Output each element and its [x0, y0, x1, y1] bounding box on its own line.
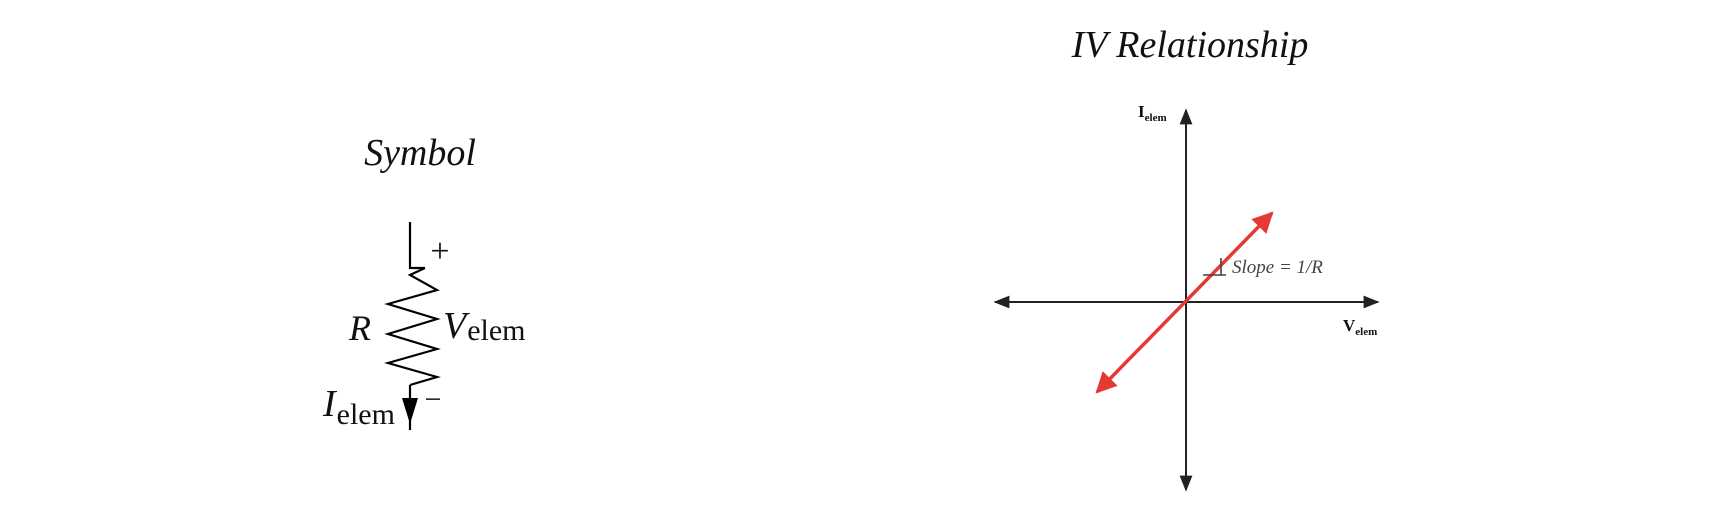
y-axis-label-sub: elem — [1145, 112, 1167, 124]
x-axis-label: Velem — [1343, 316, 1377, 338]
resistor-label: R — [348, 308, 371, 348]
current-label: Ielem — [322, 383, 395, 431]
current-label-main: I — [322, 383, 338, 425]
current-arrow-icon — [402, 398, 418, 424]
iv-line — [1095, 211, 1274, 394]
minus-sign: − — [425, 383, 442, 416]
x-axis-label-sub: elem — [1355, 326, 1377, 338]
slope-label: Slope = 1/R — [1232, 257, 1323, 278]
symbol-panel: Symbol + − R Velem Ielem — [322, 132, 526, 431]
resistor-zigzag — [383, 267, 441, 387]
voltage-label: Velem — [443, 305, 526, 347]
y-axis-label: Ielem — [1138, 102, 1167, 124]
voltage-label-sub: elem — [467, 314, 525, 347]
voltage-label-main: V — [443, 305, 470, 347]
plus-sign: + — [430, 233, 449, 270]
current-label-sub: elem — [337, 398, 395, 431]
iv-title: IV Relationship — [1071, 24, 1309, 66]
resistor-top-wire — [408, 222, 425, 270]
symbol-title: Symbol — [364, 132, 476, 174]
x-axis-label-main: V — [1343, 316, 1356, 335]
iv-panel: IV Relationship Ielem Velem Slope = 1/R — [993, 24, 1380, 492]
y-axis-label-main: I — [1138, 102, 1145, 121]
slope-triangle-icon — [1203, 258, 1226, 276]
